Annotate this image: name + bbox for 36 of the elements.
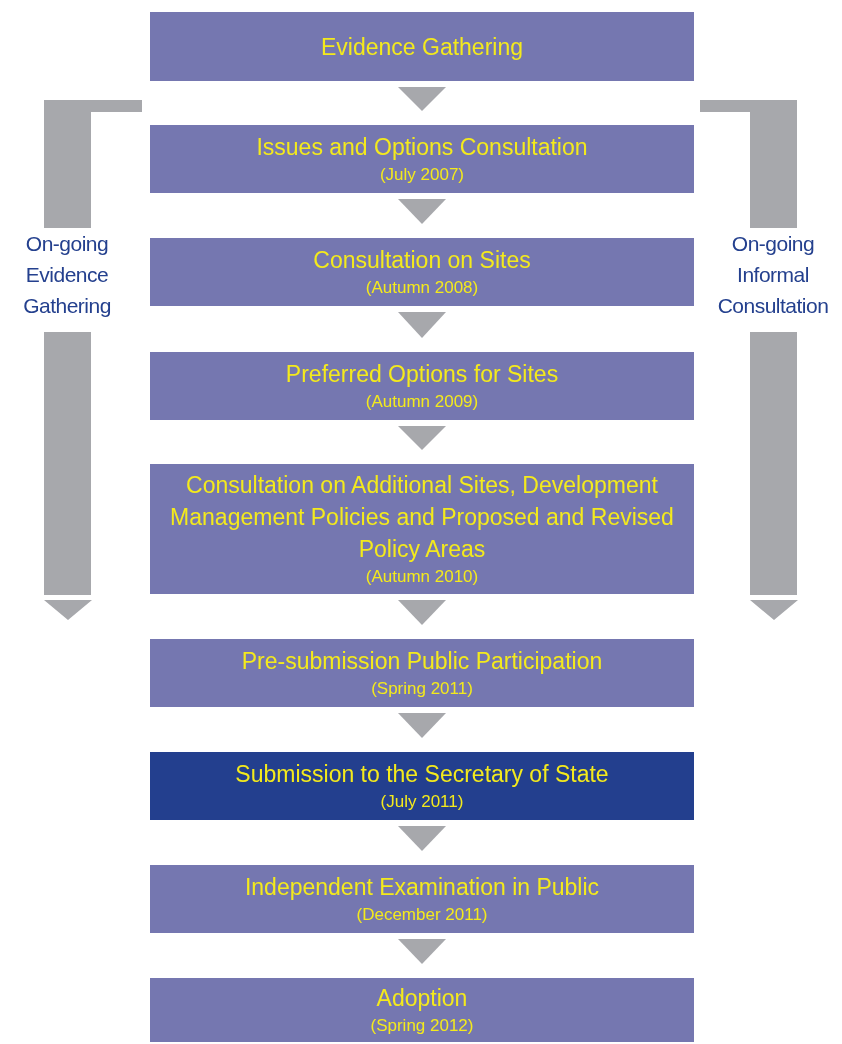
step-title: Submission to the Secretary of State — [235, 760, 609, 789]
arrow — [398, 199, 446, 224]
process-box — [150, 978, 694, 1042]
step-title: Independent Examination in Public — [244, 873, 600, 902]
process-box — [150, 352, 694, 420]
process-box — [150, 125, 694, 193]
step-title: Adoption — [376, 984, 468, 1013]
arrow — [398, 939, 446, 964]
arrow — [398, 713, 446, 738]
process-box — [150, 12, 694, 81]
step-title: Evidence Gathering — [321, 32, 523, 62]
process-box — [150, 639, 694, 707]
step-title: Pre-submission Public Participation — [241, 647, 603, 676]
arrow — [398, 826, 446, 851]
step-date: (Autumn 2010) — [365, 566, 479, 588]
process-box — [150, 464, 694, 594]
arrow — [398, 87, 446, 111]
side-label: On-going Evidence Gathering — [22, 231, 112, 319]
side-label: On-going Informal Consultation — [716, 231, 830, 319]
arrow — [398, 426, 446, 450]
step-title: Preferred Options for Sites — [285, 360, 559, 389]
arrow — [398, 312, 446, 338]
step-date: (July 2011) — [380, 791, 464, 813]
step-title: Issues and Options Consultation — [256, 133, 588, 162]
process-box — [150, 865, 694, 933]
step-date: (Autumn 2008) — [365, 277, 479, 299]
arrow — [398, 600, 446, 625]
step-date: (July 2007) — [379, 164, 465, 186]
process-box — [150, 752, 694, 820]
step-date: (December 2011) — [356, 904, 488, 926]
step-date: (Autumn 2009) — [365, 391, 479, 413]
step-date: (Spring 2012) — [370, 1015, 474, 1037]
process-box — [150, 238, 694, 306]
step-title: Consultation on Sites — [313, 246, 531, 275]
step-date: (Spring 2011) — [371, 678, 473, 700]
step-title: Consultation on Additional Sites, Development Management Policies and Proposed and Revised Policy Areas — [169, 471, 675, 564]
